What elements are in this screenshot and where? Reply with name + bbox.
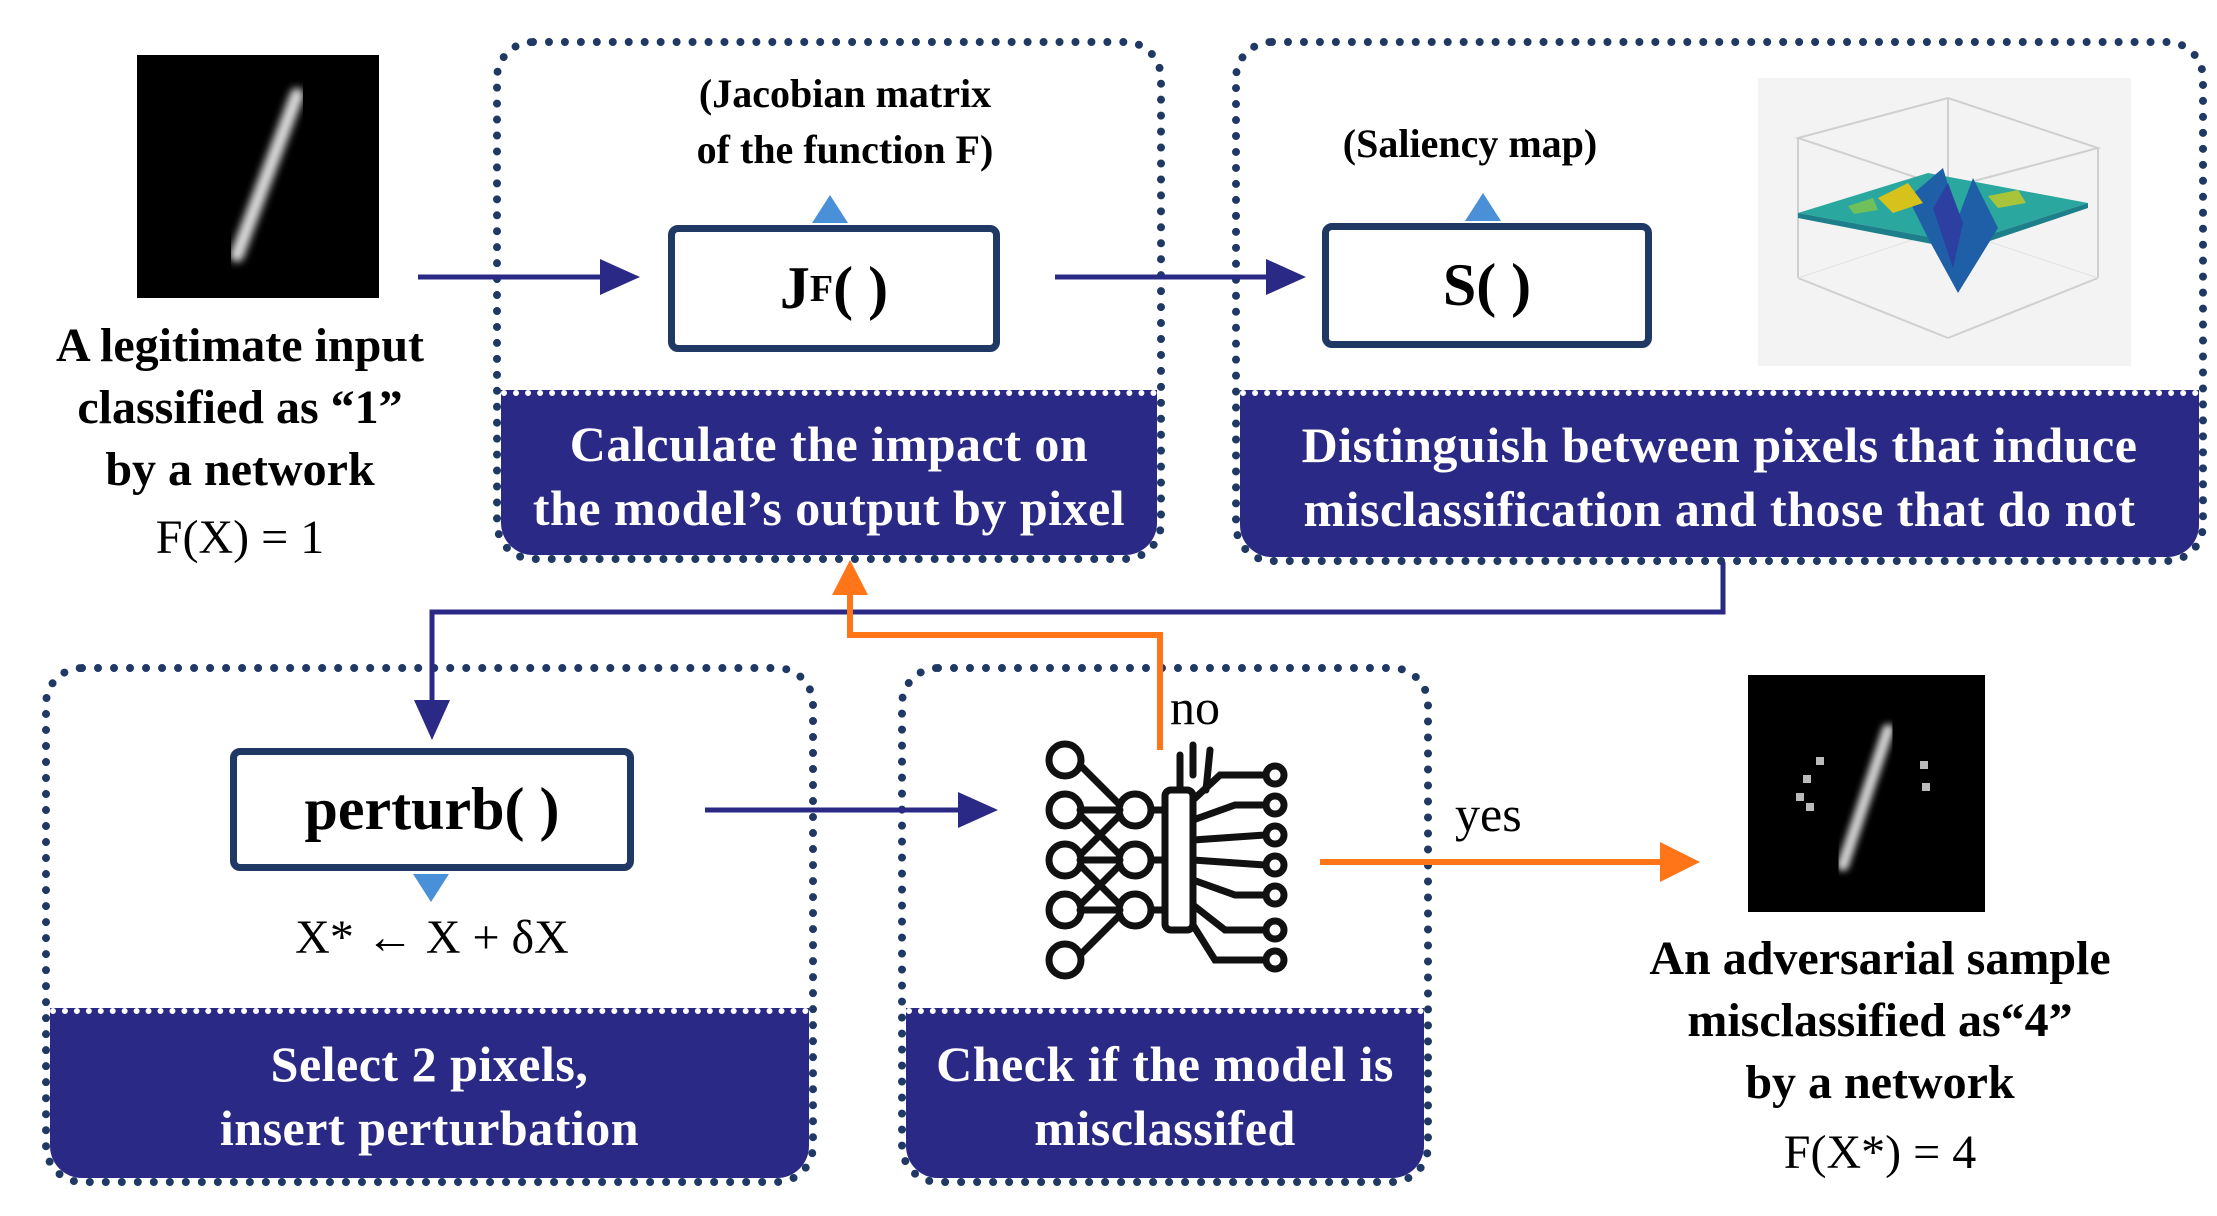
output-formula: F(X*) = 4 (1783, 1126, 1977, 1179)
no-label: no (1170, 679, 1220, 735)
arrow-input-to-jacobian (418, 259, 640, 295)
perturb-banner-line-2: insert perturbation (219, 1100, 640, 1156)
jacobian-note-line-2: of the function F) (696, 127, 994, 172)
jacobian-func-sub: F (809, 267, 834, 310)
arrow-jacobian-to-saliency (1055, 259, 1306, 295)
jacobian-up-caret (812, 195, 848, 223)
jacobian-banner-line-1: Calculate the impact on (569, 415, 1089, 472)
check-banner-line-1: Check if the model is (936, 1036, 1394, 1092)
jacobian-func-tail: ( ) (833, 255, 889, 321)
perturb-function-box: perturb( ) (230, 748, 634, 871)
perturb-banner: Select 2 pixels, insert perturbation (50, 1008, 809, 1178)
input-caption-line-1: A legitimate input (56, 319, 424, 372)
check-banner-line-2: misclassifed (1034, 1100, 1296, 1156)
neural-network-icon (1040, 735, 1295, 985)
saliency-surface-plot (1758, 78, 2131, 366)
jacobian-banner: Calculate the impact on the model’s outp… (501, 390, 1157, 555)
saliency-up-caret (1465, 193, 1501, 221)
perturb-down-caret (413, 874, 449, 902)
output-caption-line-1: An adversarial sample (1649, 932, 2111, 985)
input-formula: F(X) = 1 (155, 511, 325, 564)
saliency-note: (Saliency map) (1342, 121, 1598, 166)
output-caption-line-3: by a network (1745, 1056, 2015, 1109)
output-caption: An adversarial sample misclassified as“4… (1600, 928, 2160, 1114)
arrow-perturb-to-check (705, 792, 998, 828)
adversarial-digit-image (1748, 675, 1985, 912)
perturb-formula: X* ← X + δX (295, 911, 569, 964)
input-caption-line-2: classified as “1” (77, 381, 403, 434)
jacobian-banner-line-2: the model’s output by pixel (532, 479, 1126, 536)
output-caption-line-2: misclassified as“4” (1687, 994, 2073, 1047)
jacobian-func-main: J (779, 255, 810, 321)
saliency-function-box: S( ) (1322, 223, 1652, 348)
saliency-banner-line-2: misclassification and those that do not (1303, 480, 2136, 537)
saliency-func: S( ) (1442, 252, 1532, 318)
check-panel: Check if the model is misclassifed (898, 664, 1432, 1186)
yes-label: yes (1455, 786, 1522, 842)
digit-one-image (137, 55, 379, 298)
arrow-yes-output (1320, 842, 1700, 882)
check-banner: Check if the model is misclassifed (906, 1008, 1424, 1178)
jacobian-note-line-1: (Jacobian matrix (698, 71, 992, 116)
saliency-banner: Distinguish between pixels that induce m… (1240, 390, 2199, 557)
perturb-func: perturb( ) (304, 776, 560, 842)
input-caption-line-3: by a network (105, 443, 375, 496)
arrow-saliency-to-perturb (414, 562, 1726, 740)
input-caption: A legitimate input classified as “1” by … (10, 315, 470, 501)
perturb-banner-line-1: Select 2 pixels, (270, 1036, 589, 1092)
arrow-no-loop (832, 560, 1163, 750)
saliency-banner-line-1: Distinguish between pixels that induce (1301, 416, 2138, 473)
jacobian-note: (Jacobian matrix of the function F) (600, 66, 1090, 178)
